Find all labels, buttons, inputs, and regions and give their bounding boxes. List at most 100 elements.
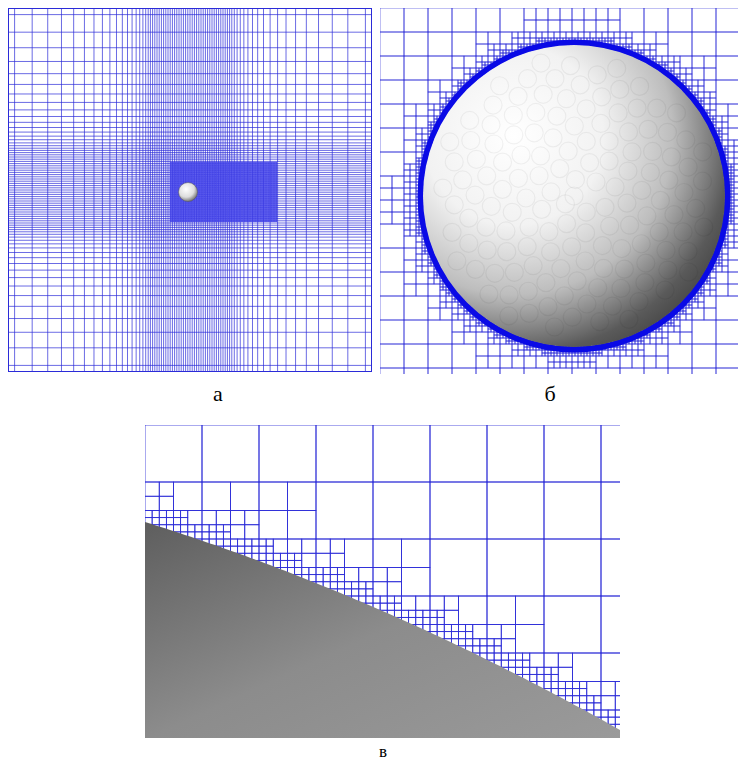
mesh-cell — [464, 311, 467, 314]
mesh-cell — [416, 224, 419, 227]
mesh-cell — [584, 20, 596, 32]
mesh-cell — [590, 353, 593, 356]
mesh-cell — [416, 284, 428, 296]
mesh-cell — [404, 320, 428, 344]
mesh-cell — [464, 74, 470, 80]
mesh-cell — [500, 338, 506, 344]
mesh-cell — [617, 347, 620, 350]
mesh-cell — [452, 299, 455, 302]
grid-line — [8, 73, 372, 74]
grid-line — [262, 162, 263, 222]
mesh-cell — [656, 332, 662, 338]
mesh-cell — [608, 20, 620, 32]
grid-line — [274, 162, 275, 222]
mesh-cell — [518, 38, 524, 44]
mesh-cell — [599, 353, 602, 356]
grid-line — [176, 162, 177, 222]
mesh-cell — [380, 8, 404, 32]
mesh-cell — [428, 116, 434, 122]
grid-line — [219, 162, 220, 222]
mesh-cell — [608, 350, 614, 356]
mesh-cell — [404, 230, 410, 236]
mesh-cell — [416, 215, 419, 218]
mesh-cell — [662, 338, 668, 344]
grid-line — [270, 162, 271, 222]
mesh-cell — [452, 344, 476, 368]
mesh-cell — [470, 326, 476, 332]
mesh-cell — [416, 140, 422, 146]
mesh-cell — [548, 356, 554, 362]
mesh-cell — [596, 32, 602, 38]
mesh-cell — [665, 323, 668, 326]
mesh-cell — [683, 80, 686, 83]
mesh-cell — [632, 350, 638, 356]
mesh-cell — [410, 194, 416, 200]
mesh-cell — [644, 32, 656, 44]
grid-line — [8, 93, 372, 94]
mesh-cell — [644, 344, 656, 356]
grid-line — [227, 162, 228, 222]
grid-line — [8, 161, 372, 162]
mesh-cell — [500, 53, 503, 56]
mesh-cell — [500, 368, 524, 374]
mesh-cell — [458, 83, 461, 86]
mesh-cell — [644, 338, 650, 344]
grid-line — [261, 162, 262, 222]
mesh-cell — [632, 341, 635, 344]
mesh-cell — [404, 182, 410, 188]
mesh-cell — [572, 362, 578, 368]
mesh-cell — [512, 350, 518, 356]
mesh-cell — [440, 308, 452, 320]
mesh-cell — [578, 32, 584, 38]
mesh-cell — [656, 329, 659, 332]
mesh-cell — [452, 80, 458, 86]
mesh-cell — [458, 308, 464, 314]
grid-line — [269, 162, 270, 222]
grid-line — [203, 162, 204, 222]
mesh-cell — [497, 335, 500, 338]
mesh-cell — [656, 338, 662, 344]
mesh-cell — [629, 47, 632, 50]
mesh-cell — [659, 329, 662, 332]
mesh-cell — [452, 320, 464, 332]
mesh-cell — [476, 62, 482, 68]
grid-line — [8, 347, 372, 348]
mesh-cell — [524, 347, 527, 350]
mesh-cell — [440, 281, 443, 284]
mesh-cell — [587, 353, 590, 356]
mesh-cell — [452, 32, 476, 56]
mesh-cell — [659, 62, 662, 65]
mesh-cell — [518, 350, 524, 356]
mesh-cell — [428, 266, 434, 272]
mesh-cell — [548, 32, 554, 38]
mesh-cell — [428, 56, 452, 80]
mesh-cell — [554, 362, 560, 368]
mesh-cell — [416, 266, 422, 272]
mesh-cell — [380, 344, 404, 368]
mesh-cell — [590, 362, 596, 368]
mesh-cell — [596, 356, 608, 368]
mesh-cell — [380, 224, 404, 248]
mesh-cell — [581, 353, 584, 356]
mesh-cell — [506, 341, 509, 344]
mesh-cell — [428, 272, 434, 278]
mesh-cell — [482, 56, 488, 62]
mesh-cell — [500, 8, 524, 32]
grid-line — [258, 162, 259, 222]
mesh-cell — [614, 347, 617, 350]
mesh-cell — [440, 104, 443, 107]
grid-line — [8, 318, 372, 319]
mesh-cell — [416, 248, 422, 254]
mesh-cell — [680, 56, 692, 68]
mesh-cell — [626, 344, 632, 350]
mesh-cell — [602, 350, 608, 356]
mesh-cell — [428, 32, 452, 56]
mesh-cell — [524, 368, 548, 374]
grid-line — [248, 162, 249, 222]
mesh-cell — [380, 320, 404, 344]
mesh-cell — [554, 353, 557, 356]
mesh-cell — [638, 44, 644, 50]
mesh-cell — [410, 164, 416, 170]
mesh-cell — [476, 356, 488, 368]
